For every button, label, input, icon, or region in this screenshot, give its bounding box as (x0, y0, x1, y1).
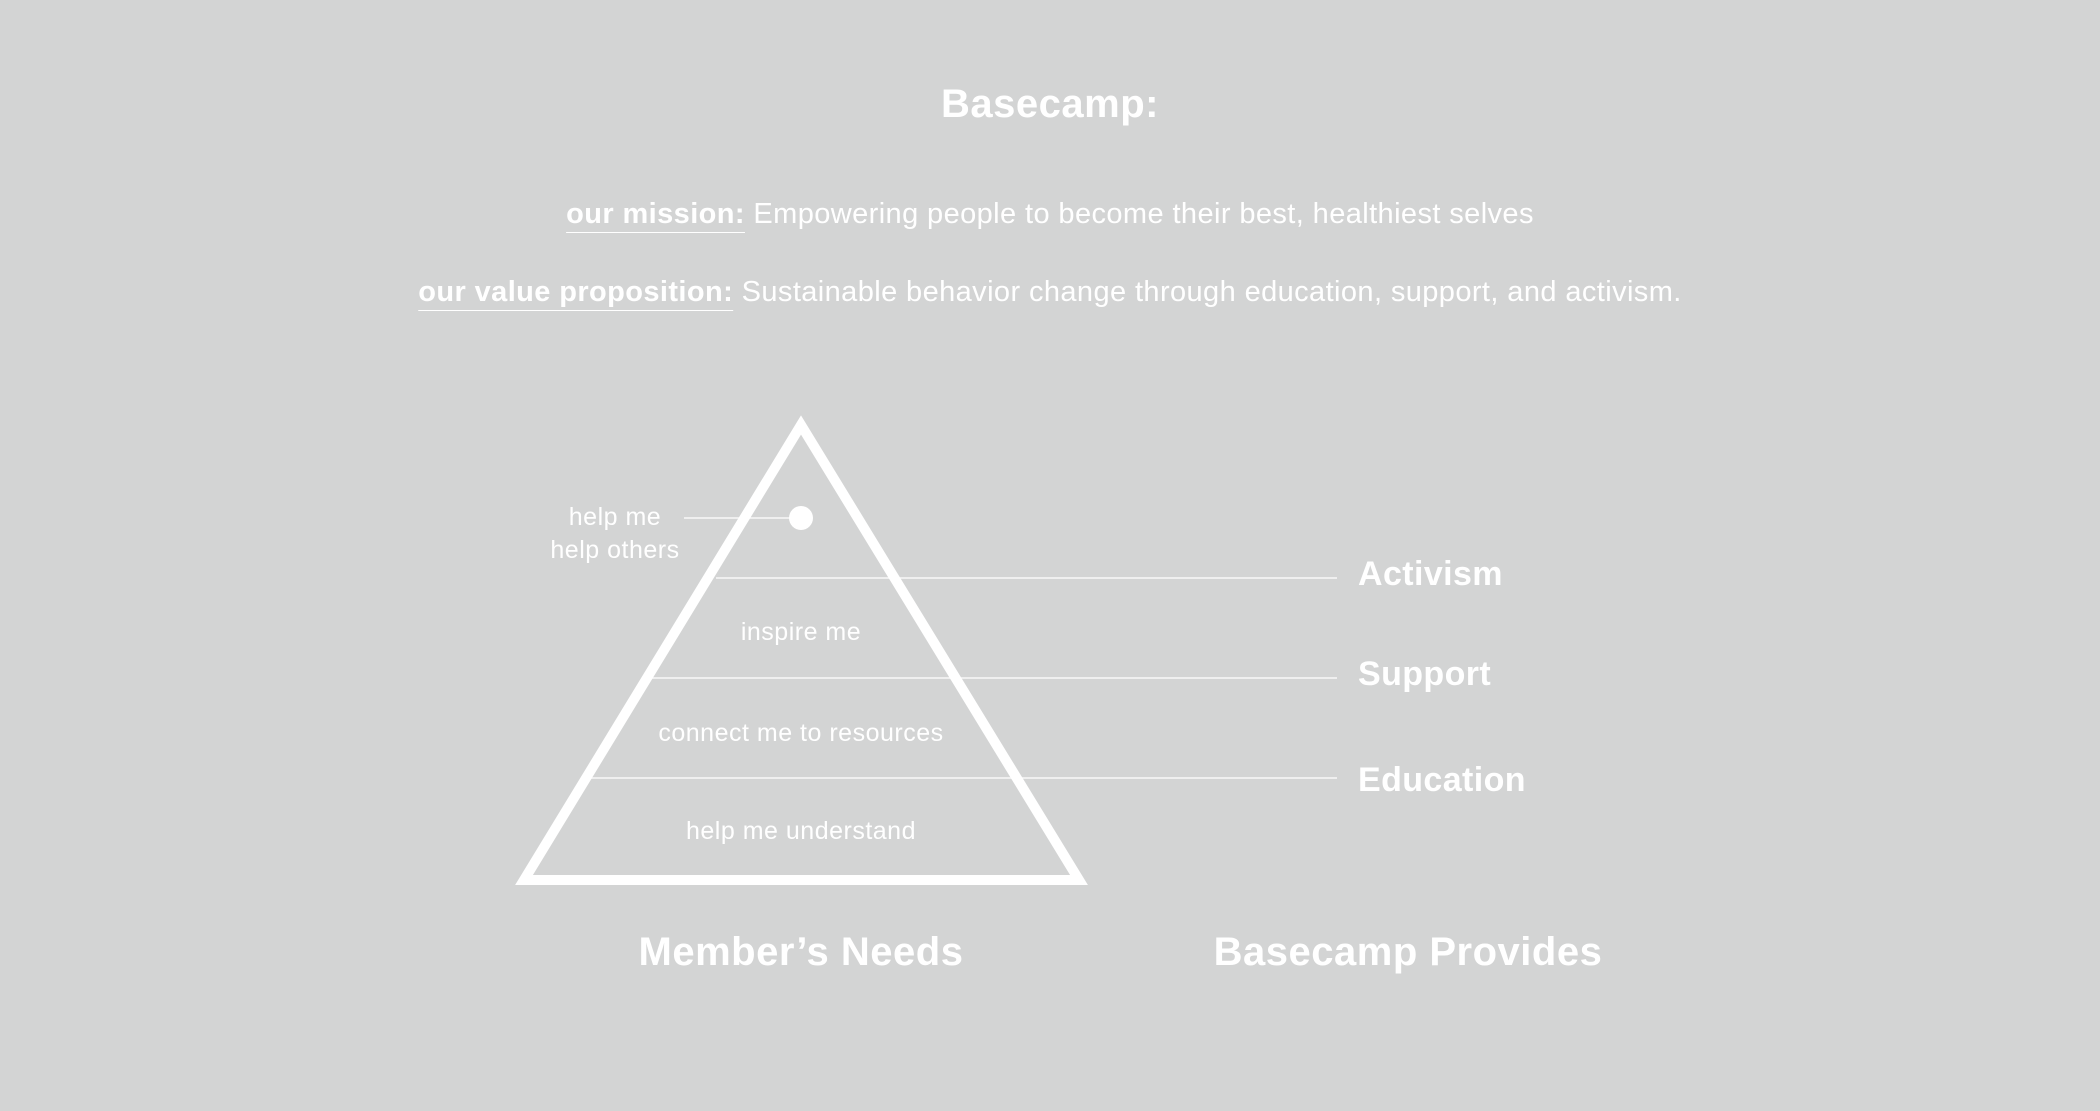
value-proposition-text: Sustainable behavior change through educ… (733, 276, 1682, 308)
members-needs-caption: Member’s Needs (639, 930, 964, 974)
level-label-top-line1: help me (569, 503, 661, 531)
value-proposition-statement: our value proposition: Sustainable behav… (0, 276, 2100, 309)
mission-label: our mission: (566, 198, 745, 230)
level-label-inspire: inspire me (741, 618, 861, 646)
level-label-connect: connect me to resources (658, 719, 943, 747)
mission-text: Empowering people to become their best, … (744, 198, 1534, 230)
provides-support: Support (1358, 655, 1491, 693)
level-label-understand: help me understand (686, 817, 916, 845)
level-label-top-line2: help others (550, 536, 679, 564)
top-level-marker-dot (789, 506, 813, 530)
value-proposition-label: our value proposition: (418, 276, 734, 308)
mission-statement: our mission: Empowering people to become… (0, 198, 2100, 231)
pyramid-outline (515, 415, 1088, 885)
basecamp-provides-caption: Basecamp Provides (1214, 930, 1603, 974)
provides-education: Education (1358, 761, 1526, 799)
provides-activism: Activism (1358, 555, 1503, 593)
page-title: Basecamp: (941, 82, 1159, 126)
